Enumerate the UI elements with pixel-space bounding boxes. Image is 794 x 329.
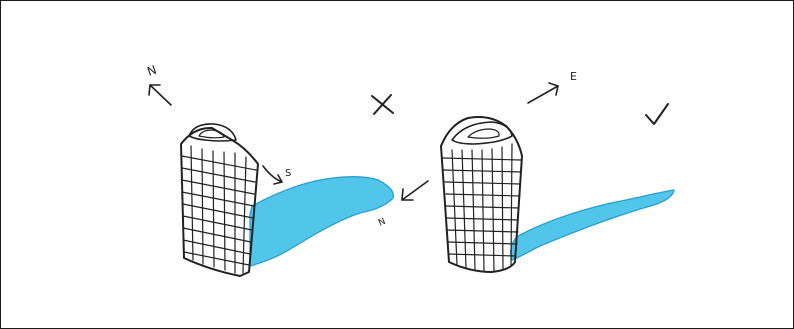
sun-direction-arrow-icon <box>262 165 283 185</box>
check-mark-icon <box>645 103 669 125</box>
right-building-shadow <box>510 189 675 261</box>
left-verdict-symbol: × <box>0 0 1 1</box>
sun-direction-label: S <box>285 168 291 179</box>
left-tower-building-icon <box>180 123 259 277</box>
left-compass-label: N <box>145 63 158 79</box>
shadow-direction-label: N <box>377 217 387 229</box>
north-arrow-icon <box>148 84 172 106</box>
right-tower-building-icon <box>440 116 523 273</box>
left-panel: N S N × <box>0 0 429 277</box>
right-panel: E ✓ <box>0 0 675 273</box>
left-building-shadow <box>249 176 394 267</box>
east-arrow-icon <box>527 82 559 104</box>
right-compass-label: E <box>570 70 577 83</box>
shadow-direction-arrow-icon <box>401 180 429 201</box>
cross-mark-icon <box>371 94 394 115</box>
right-verdict-symbol: ✓ <box>0 0 1 1</box>
